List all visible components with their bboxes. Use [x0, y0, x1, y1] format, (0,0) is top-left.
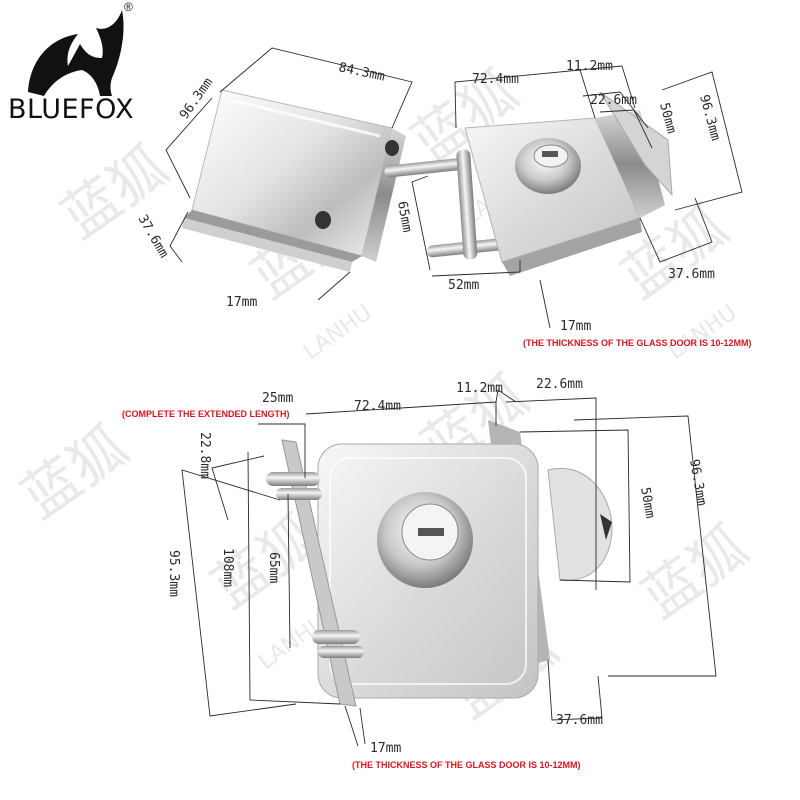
- watermark-en: LANHU: [664, 300, 741, 365]
- rods: [266, 439, 364, 707]
- dim-label: 22.6mm: [590, 93, 637, 108]
- watermark-en: LANHU: [299, 300, 376, 365]
- extended-length-note: (COMPLETE THE EXTENDED LENGTH): [122, 409, 290, 419]
- dim-label: 11.2mm: [566, 59, 613, 74]
- dim-label: 96.3mm: [686, 458, 709, 507]
- dim-label: 17mm: [370, 741, 401, 756]
- dim-label: 37.6mm: [135, 213, 172, 261]
- dim-label: 25mm: [262, 391, 293, 406]
- dim-label: 52mm: [448, 278, 479, 293]
- dim-label: 108mm: [220, 548, 235, 587]
- glass-thickness-note: (THE THICKNESS OF THE GLASS DOOR IS 10-1…: [352, 760, 581, 770]
- dim-label: 65mm: [266, 552, 281, 583]
- dim-label: 50mm: [637, 486, 657, 520]
- top-view: 84.3mm 96.3mm 37.6mm 17mm 72.4mm 11.2mm …: [135, 47, 752, 348]
- dim-label: 95.3mm: [166, 550, 181, 597]
- watermark-cn: 蓝狐: [11, 414, 140, 531]
- strike-box: [182, 89, 406, 272]
- dim-label: 72.4mm: [354, 399, 401, 414]
- lock-body: [317, 443, 539, 699]
- dim-label: 37.6mm: [556, 713, 603, 728]
- dimension-lines: [181, 389, 717, 747]
- brand-name: BLUEFOX: [8, 94, 135, 125]
- dim-label: 22.8mm: [197, 432, 212, 479]
- dim-label: 22.6mm: [536, 377, 583, 392]
- glass-thickness-note: (THE THICKNESS OF THE GLASS DOOR IS 10-1…: [523, 338, 752, 348]
- dim-label: 17mm: [226, 295, 257, 310]
- rods: [384, 149, 507, 260]
- dimension-lines: [165, 47, 743, 329]
- dim-label: 72.4mm: [472, 72, 519, 87]
- bottom-view: 25mm 72.4mm 11.2mm 22.6mm 22.8mm 95.3mm …: [122, 377, 717, 770]
- lock-body: [464, 91, 673, 276]
- dim-label: 65mm: [394, 200, 414, 234]
- fox-logo-icon: [28, 10, 124, 96]
- dim-label: 84.3mm: [337, 60, 386, 84]
- dim-label: 37.6mm: [668, 267, 715, 282]
- registered-mark: ®: [124, 0, 133, 14]
- dim-label: 50mm: [656, 101, 679, 135]
- dim-label: 11.2mm: [456, 381, 503, 396]
- dim-label: 17mm: [560, 319, 591, 334]
- watermark-cn: 蓝狐: [631, 514, 760, 631]
